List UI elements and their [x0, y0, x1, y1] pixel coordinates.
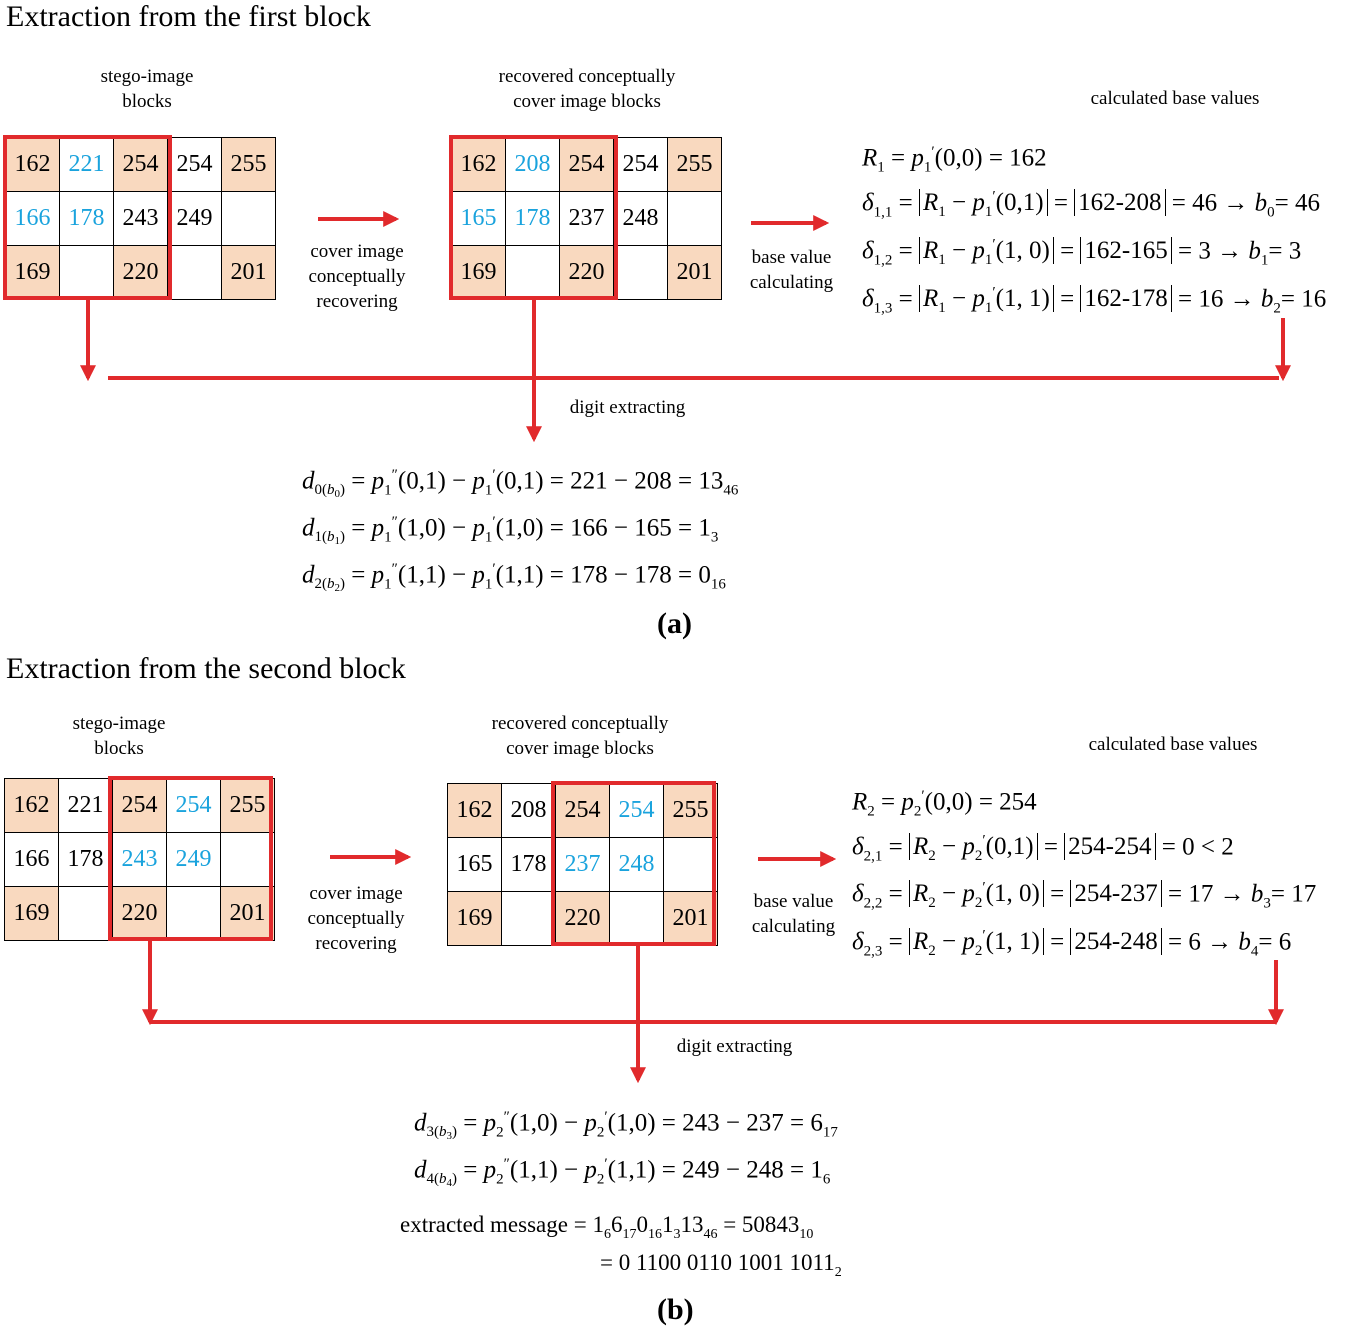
pixel-cell: 220: [113, 887, 167, 941]
pixel-cell: [668, 192, 722, 246]
pixel-cell: [664, 838, 718, 892]
pixel-cell: [502, 892, 556, 946]
pixel-cell: 248: [610, 838, 664, 892]
pixel-cell: 201: [222, 246, 276, 300]
pixel-cell: 255: [664, 784, 718, 838]
pixel-cell: [168, 246, 222, 300]
panel-a-calculating-label: base value calculating: [749, 247, 834, 293]
pixel-cell: [614, 246, 668, 300]
pixel-cell: 201: [668, 246, 722, 300]
pixel-cell: 169: [448, 892, 502, 946]
extracted-message-line: extracted message = 16617016131346 = 508…: [400, 1212, 814, 1242]
pixel-cell: 165: [452, 192, 506, 246]
pixel-cell: 169: [452, 246, 506, 300]
pixel-cell: 162: [5, 779, 59, 833]
pixel-cell: 220: [560, 246, 614, 300]
pixel-cell: 254: [168, 138, 222, 192]
digit-formula: d0(b0) = p1″(0,1) − p1′(0,1) = 221 − 208…: [302, 467, 739, 501]
panel-a-heading: Extraction from the first block: [6, 0, 371, 33]
pixel-cell: 243: [113, 833, 167, 887]
pixel-cell: 162: [448, 784, 502, 838]
panel-a-recovering-label: cover image conceptually recovering: [308, 241, 406, 312]
pixel-cell: 255: [668, 138, 722, 192]
pixel-cell: 162: [452, 138, 506, 192]
panel-a-caption: (a): [657, 607, 692, 640]
pixel-cell: 166: [6, 192, 60, 246]
pixel-cell: 169: [5, 887, 59, 941]
pixel-cell: 254: [114, 138, 168, 192]
pixel-cell: 254: [610, 784, 664, 838]
pixel-cell: 162: [6, 138, 60, 192]
delta-formula: δ1,1 = R1 − p1′(0,1) = 162-208 = 46 → b0…: [862, 189, 1320, 221]
pixel-cell: 243: [114, 192, 168, 246]
pixel-cell: 254: [614, 138, 668, 192]
digit-formula: d4(b4) = p2″(1,1) − p2′(1,1) = 249 − 248…: [414, 1156, 831, 1190]
pixel-cell: 254: [113, 779, 167, 833]
panel-b-caption: (b): [657, 1293, 694, 1326]
pixel-cell: 178: [502, 838, 556, 892]
pixel-cell: 178: [506, 192, 560, 246]
pixel-cell: 166: [5, 833, 59, 887]
delta-formula: δ1,3 = R1 − p1′(1, 1) = 162-178 = 16 → b…: [862, 285, 1327, 317]
pixel-cell: [221, 833, 275, 887]
panel-a-extract-label: digit extracting: [569, 397, 686, 418]
pixel-cell: 221: [60, 138, 114, 192]
panel-b-recovered-label: recovered conceptually cover image block…: [491, 713, 669, 759]
digit-formula: d2(b2) = p1″(1,1) − p1′(1,1) = 178 − 178…: [302, 561, 726, 595]
panel-a-stego-label: stego-image blocks: [100, 66, 194, 112]
reference-pixel-formula: R1 = p1′(0,0) = 162: [862, 144, 1047, 176]
panel-b-heading: Extraction from the second block: [6, 652, 406, 685]
pixel-cell: 255: [222, 138, 276, 192]
pixel-cell: 178: [60, 192, 114, 246]
extracted-message-binary: = 0 1100 0110 1001 10112: [600, 1250, 842, 1280]
panel-b-recovering-label: cover image conceptually recovering: [307, 883, 405, 954]
pixel-cell: [222, 192, 276, 246]
panel-a-recovered-label: recovered conceptually cover image block…: [498, 66, 676, 112]
panel-b-base-values-label: calculated base values: [1088, 734, 1258, 755]
pixel-cell: 237: [560, 192, 614, 246]
pixel-cell: 169: [6, 246, 60, 300]
pixel-cell: 220: [556, 892, 610, 946]
pixel-cell: 255: [221, 779, 275, 833]
delta-formula: δ2,2 = R2 − p2′(1, 0) = 254-237 = 17 → b…: [852, 880, 1317, 912]
reference-pixel-formula: R2 = p2′(0,0) = 254: [852, 788, 1037, 820]
panel-b-extract-label: digit extracting: [676, 1036, 793, 1057]
pixel-cell: [59, 887, 113, 941]
pixel-cell: 249: [167, 833, 221, 887]
pixel-cell: 208: [506, 138, 560, 192]
digit-formula: d3(b3) = p2″(1,0) − p2′(1,0) = 243 − 237…: [414, 1109, 838, 1143]
panel-a-base-values-label: calculated base values: [1090, 88, 1260, 109]
pixel-cell: 254: [560, 138, 614, 192]
pixel-cell: 248: [614, 192, 668, 246]
pixel-cell: 201: [221, 887, 275, 941]
pixel-cell: 201: [664, 892, 718, 946]
digit-formula: d1(b1) = p1″(1,0) − p1′(1,0) = 166 − 165…: [302, 514, 719, 548]
pixel-cell: 208: [502, 784, 556, 838]
panel-b-calculating-label: base value calculating: [751, 891, 836, 937]
delta-formula: δ2,3 = R2 − p2′(1, 1) = 254-248 = 6 → b4…: [852, 928, 1292, 960]
pixel-cell: 165: [448, 838, 502, 892]
pixel-cell: 249: [168, 192, 222, 246]
pixel-cell: 254: [167, 779, 221, 833]
delta-formula: δ2,1 = R2 − p2′(0,1) = 254-254 = 0 < 2: [852, 833, 1234, 865]
pixel-cell: 254: [556, 784, 610, 838]
pixel-cell: 220: [114, 246, 168, 300]
panel-b-stego-label: stego-image blocks: [72, 713, 166, 759]
pixel-cell: 237: [556, 838, 610, 892]
pixel-cell: 221: [59, 779, 113, 833]
delta-formula: δ1,2 = R1 − p1′(1, 0) = 162-165 = 3 → b1…: [862, 237, 1302, 269]
pixel-cell: 178: [59, 833, 113, 887]
